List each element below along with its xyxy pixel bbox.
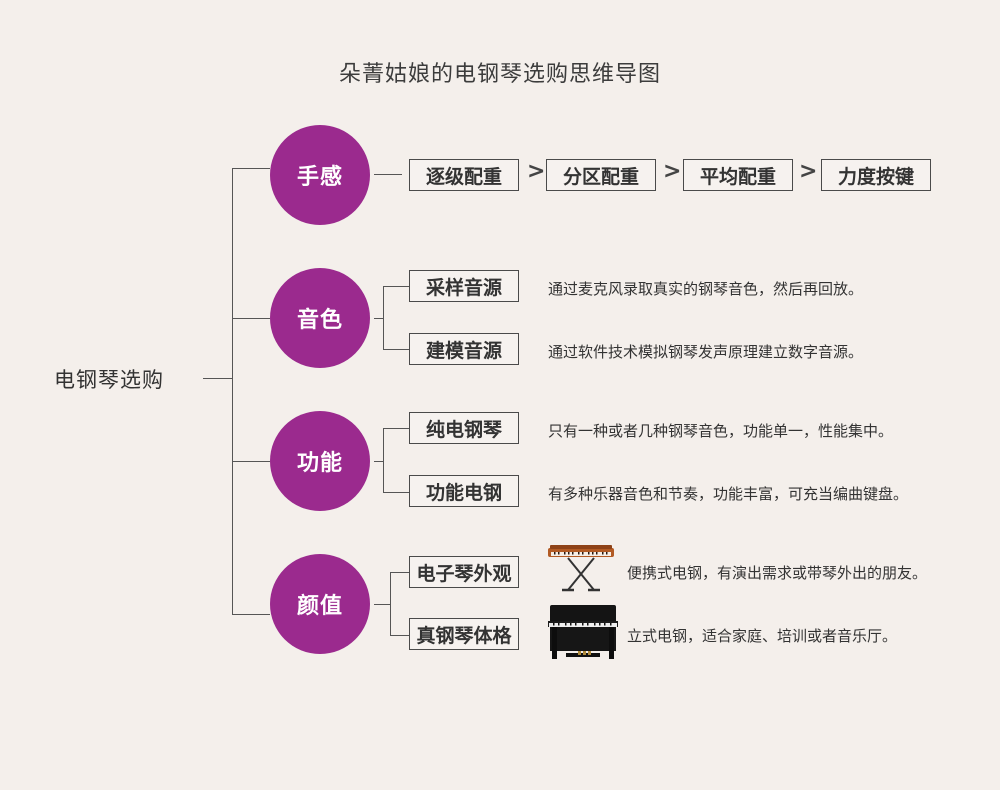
connector-function: [374, 461, 384, 462]
step-separator: >: [799, 159, 818, 184]
subitem-description: 便携式电钢，有演出需求或带琴外出的朋友。: [627, 564, 928, 582]
branch-node-looks: 颜值: [270, 554, 370, 654]
branch-node-tone: 音色: [270, 268, 370, 368]
subitem-box: 建模音源: [409, 333, 519, 365]
connector-tone-vertical: [383, 286, 384, 349]
step-separator: >: [663, 159, 682, 184]
connector-branch-2: [232, 318, 270, 319]
connector-branch-4: [232, 614, 270, 615]
connector-tone-2: [383, 349, 409, 350]
connector-looks-vertical: [390, 572, 391, 635]
connector-looks: [374, 604, 391, 605]
connector-trunk: [232, 168, 233, 615]
subitem-box: 功能电钢: [409, 475, 519, 507]
branch-node-feel: 手感: [270, 125, 370, 225]
upright-digital-piano-image: [548, 605, 618, 659]
connector-tone: [374, 318, 384, 319]
subitem-box: 采样音源: [409, 270, 519, 302]
connector-function-vertical: [383, 428, 384, 492]
subitem-description: 通过软件技术模拟钢琴发声原理建立数字音源。: [548, 343, 864, 361]
connector-tone-1: [383, 286, 409, 287]
connector-branch-3: [232, 461, 270, 462]
step-box: 分区配重: [546, 159, 656, 191]
connector-feel-steps: [374, 174, 402, 175]
root-node: 电钢琴选购: [54, 368, 164, 392]
step-box: 平均配重: [683, 159, 793, 191]
subitem-description: 通过麦克风录取真实的钢琴音色，然后再回放。: [548, 280, 864, 298]
step-separator: >: [527, 159, 546, 184]
step-box: 力度按键: [821, 159, 931, 191]
connector-function-1: [383, 428, 409, 429]
subitem-description: 立式电钢，适合家庭、培训或者音乐厅。: [627, 627, 898, 645]
page-title: 朵菁姑娘的电钢琴选购思维导图: [338, 62, 661, 87]
connector-looks-2: [390, 635, 409, 636]
subitem-description: 有多种乐器音色和节奏，功能丰富，可充当编曲键盘。: [548, 485, 909, 503]
connector-root: [203, 378, 233, 379]
subitem-box: 电子琴外观: [409, 556, 519, 588]
subitem-box: 真钢琴体格: [409, 618, 519, 650]
portable-keyboard-on-stand-image: [548, 545, 614, 592]
subitem-box: 纯电钢琴: [409, 412, 519, 444]
connector-function-2: [383, 492, 409, 493]
connector-looks-1: [390, 572, 409, 573]
branch-node-function: 功能: [270, 411, 370, 511]
subitem-description: 只有一种或者几种钢琴音色，功能单一，性能集中。: [548, 422, 894, 440]
step-box: 逐级配重: [409, 159, 519, 191]
connector-branch-1: [232, 168, 270, 169]
